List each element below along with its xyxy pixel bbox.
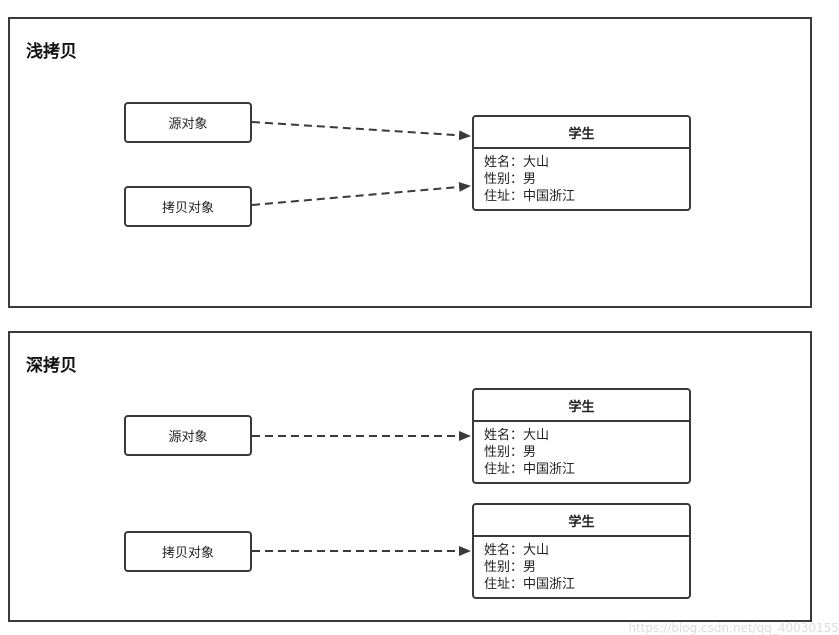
deep-student-2-field-gender: 性别：男 (484, 560, 537, 575)
shallow-student-field-address: 住址：中国浙江 (484, 189, 576, 204)
shallow-source-object-node: 源对象 (124, 102, 252, 143)
deep-student-1-field-address: 住址：中国浙江 (484, 462, 576, 477)
deep-student-1-class-title: 学生 (474, 390, 689, 422)
shallow-student-class-title: 学生 (474, 117, 689, 149)
deep-source-object-label: 源对象 (168, 430, 208, 445)
shallow-student-class: 学生 姓名：大山 性别：男 住址：中国浙江 (472, 115, 691, 211)
deep-copy-object-label: 拷贝对象 (161, 546, 214, 561)
shallow-source-to-student-arrow (251, 121, 471, 141)
shallow-copy-title: 浅拷贝 (26, 42, 77, 62)
deep-student-class-2: 学生 姓名：大山 性别：男 住址：中国浙江 (472, 503, 691, 599)
deep-copy-title: 深拷贝 (26, 356, 77, 376)
shallow-source-object-label: 源对象 (168, 117, 208, 132)
deep-copy-object-node: 拷贝对象 (124, 531, 252, 572)
shallow-copy-object-node: 拷贝对象 (124, 186, 252, 227)
shallow-student-field-name: 姓名：大山 (484, 155, 550, 170)
deep-student-2-field-name: 姓名：大山 (484, 543, 550, 558)
deep-source-object-node: 源对象 (124, 415, 252, 456)
deep-student-2-field-address: 住址：中国浙江 (484, 577, 576, 592)
shallow-copy-to-student-arrow (251, 181, 471, 206)
deep-student-2-class-title: 学生 (474, 505, 689, 537)
deep-student-1-field-name: 姓名：大山 (484, 428, 550, 443)
shallow-copy-object-label: 拷贝对象 (161, 201, 214, 216)
deep-student-1-field-gender: 性别：男 (484, 445, 537, 460)
shallow-student-field-gender: 性别：男 (484, 172, 537, 187)
deep-student-class-1: 学生 姓名：大山 性别：男 住址：中国浙江 (472, 388, 691, 484)
watermark: https://blog.csdn.net/qq_40030155 (628, 621, 839, 635)
